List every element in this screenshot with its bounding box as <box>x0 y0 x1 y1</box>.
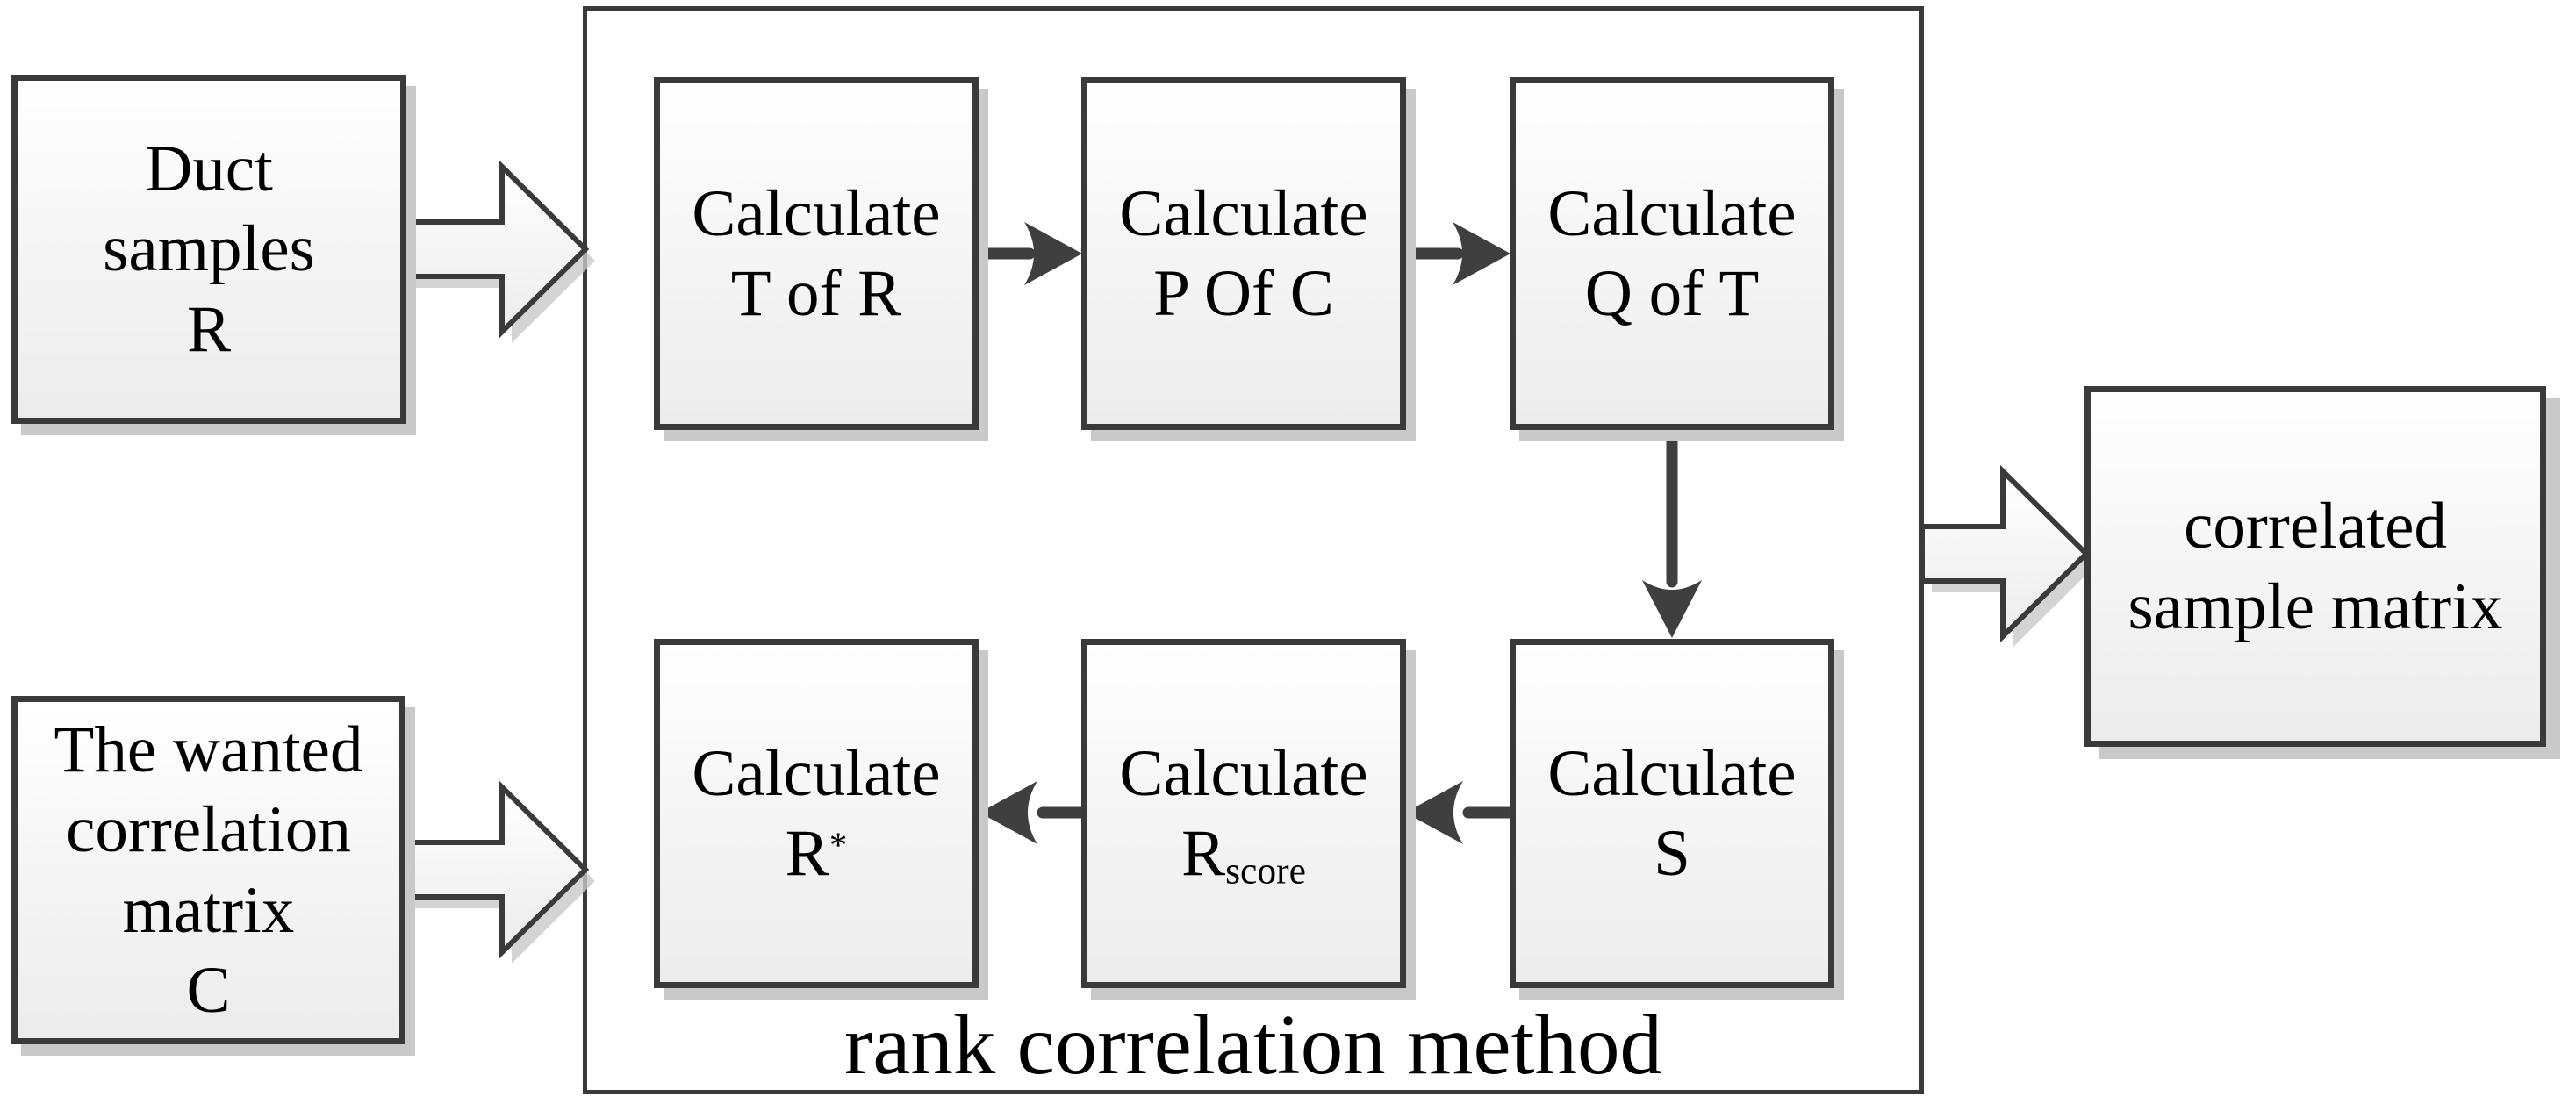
text-line: Calculate <box>1547 736 1797 810</box>
step-box-text: Calculate Q of T <box>1547 174 1796 334</box>
text-line: Calculate <box>692 736 941 810</box>
text-line: Q of T <box>1584 257 1760 330</box>
text-line: Rscore <box>1119 814 1367 894</box>
step-box-text: Calculate Rscore <box>1119 734 1367 894</box>
text-line: P Of C <box>1153 257 1334 330</box>
text-line: correlated <box>2184 490 2447 563</box>
arrow-wanted-to-method <box>400 780 595 964</box>
r-score-subscript: score <box>1225 849 1306 892</box>
text-line: Calculate <box>1119 736 1368 810</box>
input-box-duct-samples-text: Duct samples R <box>103 129 315 370</box>
method-caption: rank correlation method <box>844 998 1662 1092</box>
step-box-calculate-p-of-c: Calculate P Of C <box>1081 77 1406 430</box>
input-box-wanted-correlation-matrix: The wanted correlation matrix C <box>11 696 405 1044</box>
input-box-duct-samples: Duct samples R <box>11 75 406 424</box>
output-box-correlated-sample-matrix: correlated sample matrix <box>2084 386 2546 747</box>
text-line: sample matrix <box>2128 570 2503 643</box>
step-box-calculate-r-score: Calculate Rscore <box>1081 639 1406 988</box>
arrow-duct-to-method <box>400 160 595 343</box>
text-line: R* <box>692 814 940 894</box>
step-box-calculate-t-of-r: Calculate T of R <box>654 77 979 430</box>
step-box-text: Calculate P Of C <box>1119 174 1367 334</box>
text-line: samples <box>103 212 315 286</box>
r-score-base: R <box>1181 817 1226 890</box>
text-line: Calculate <box>1547 176 1797 250</box>
text-line: C <box>186 954 231 1027</box>
text-line: Duct <box>145 132 273 205</box>
step-box-calculate-q-of-t: Calculate Q of T <box>1510 77 1834 430</box>
output-box-text: correlated sample matrix <box>2128 486 2503 647</box>
step-box-calculate-s: Calculate S <box>1510 639 1834 988</box>
step-box-calculate-r-star: Calculate R* <box>654 639 979 988</box>
text-line: Calculate <box>1119 176 1368 250</box>
step-box-text: Calculate R* <box>692 734 940 894</box>
text-line: S <box>1654 817 1690 890</box>
step-box-text: Calculate S <box>1547 734 1796 894</box>
text-line: The wanted <box>54 713 363 786</box>
r-star-base: R <box>785 817 829 890</box>
r-star-superscript: * <box>829 824 848 865</box>
step-box-text: Calculate T of R <box>692 174 940 334</box>
text-line: R <box>186 292 231 366</box>
text-line: matrix <box>122 873 295 947</box>
text-line: Calculate <box>692 176 941 250</box>
text-line: T of R <box>730 257 902 330</box>
arrow-method-to-output <box>1919 464 2096 648</box>
text-line: correlation <box>66 793 351 866</box>
input-box-wanted-correlation-matrix-text: The wanted correlation matrix C <box>54 710 363 1031</box>
